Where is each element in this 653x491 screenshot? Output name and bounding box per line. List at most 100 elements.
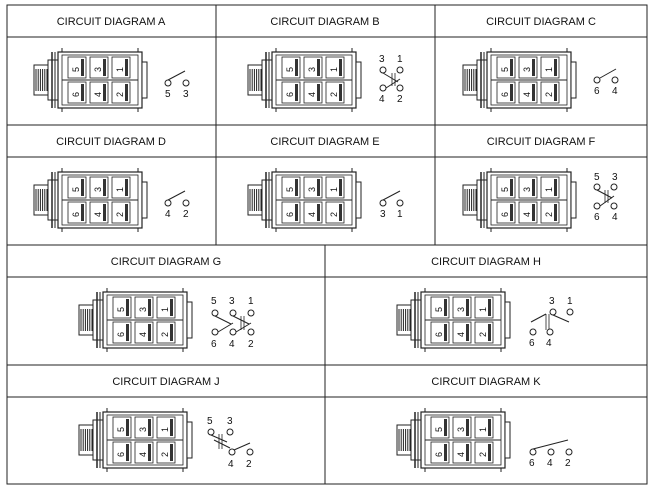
relay-terminal-number: 1: [478, 427, 488, 432]
relay-terminal-number: 2: [160, 332, 170, 337]
relay-terminal-number: 2: [329, 212, 339, 217]
relay-terminal-number: 2: [115, 92, 125, 97]
relay-terminal-number: 2: [544, 212, 554, 217]
relay-terminal-number: 6: [434, 452, 444, 457]
terminal-label: 5: [211, 296, 217, 307]
terminal-label: 3: [549, 296, 555, 307]
relay-terminal-number: 4: [307, 212, 317, 217]
diagram-a-contacts: 5 3: [164, 70, 190, 100]
relay-terminal-number: 2: [329, 92, 339, 97]
relay-terminal-number: 4: [138, 332, 148, 337]
relay-terminal-number: 1: [329, 187, 339, 192]
terminal-label: 6: [594, 86, 600, 97]
relay-terminal-number: 3: [93, 187, 103, 192]
relay-terminal-number: 3: [522, 67, 532, 72]
terminal-label: 4: [546, 338, 552, 349]
relay-terminal-number: 2: [478, 452, 488, 457]
relay-terminal-number: 4: [522, 92, 532, 97]
relay-terminal-number: 6: [500, 92, 510, 97]
relay-diagram-f: 5 6 3 4 1 2: [462, 168, 577, 232]
terminal-label: 4: [612, 86, 618, 97]
relay-terminal-number: 4: [93, 92, 103, 97]
diagram-j-contacts: 5 3 4 2: [207, 416, 254, 470]
diagram-e-title: CIRCUIT DIAGRAM E: [270, 136, 379, 148]
relay-terminal-number: 5: [116, 427, 126, 432]
relay-terminal-number: 1: [160, 427, 170, 432]
diagram-j-title: CIRCUIT DIAGRAM J: [112, 376, 219, 388]
terminal-label: 2: [246, 459, 252, 470]
diagram-h-contacts: 3 1 6 4: [529, 296, 574, 349]
terminal-label: 6: [529, 458, 535, 469]
relay-terminal-number: 6: [285, 212, 295, 217]
terminal-label: 1: [397, 209, 403, 220]
relay-terminal-number: 3: [456, 307, 466, 312]
terminal-label: 3: [380, 209, 386, 220]
terminal-label: 6: [211, 339, 217, 350]
relay-diagram-c: 5 6 3 4 1 2: [462, 48, 577, 112]
diagram-k-contacts: 6 4 2: [529, 439, 573, 469]
relay-terminal-number: 5: [71, 187, 81, 192]
relay-terminal-number: 4: [93, 212, 103, 217]
relay-terminal-number: 5: [285, 67, 295, 72]
relay-diagram-g: 5 6 3 4 1 2: [78, 288, 193, 352]
diagram-b-title: CIRCUIT DIAGRAM B: [270, 16, 379, 28]
terminal-label: 4: [612, 212, 618, 223]
diagram-k-title: CIRCUIT DIAGRAM K: [431, 376, 541, 388]
terminal-label: 1: [248, 296, 254, 307]
relay-terminal-number: 5: [500, 67, 510, 72]
terminal-label: 4: [547, 458, 553, 469]
terminal-label: 5: [207, 416, 213, 427]
relay-terminal-number: 4: [456, 332, 466, 337]
terminal-label: 2: [183, 209, 189, 220]
relay-terminal-number: 6: [500, 212, 510, 217]
diagram-h-title: CIRCUIT DIAGRAM H: [431, 256, 541, 268]
diagram-c-title: CIRCUIT DIAGRAM C: [486, 16, 596, 28]
relay-terminal-number: 5: [500, 187, 510, 192]
relay-terminal-number: 3: [307, 187, 317, 192]
relay-terminal-number: 2: [544, 92, 554, 97]
terminal-label: 1: [567, 296, 573, 307]
relay-terminal-number: 5: [434, 427, 444, 432]
relay-terminal-number: 6: [116, 452, 126, 457]
relay-terminal-number: 4: [456, 452, 466, 457]
relay-terminal-number: 4: [522, 212, 532, 217]
relay-terminal-number: 1: [478, 307, 488, 312]
relay-terminal-number: 6: [71, 212, 81, 217]
relay-terminal-number: 2: [478, 332, 488, 337]
relay-terminal-number: 1: [329, 67, 339, 72]
terminal-label: 3: [379, 54, 385, 65]
terminal-label: 4: [379, 94, 385, 105]
relay-terminal-number: 3: [522, 187, 532, 192]
diagram-b-contacts: 3 1 4 2: [379, 54, 404, 105]
diagram-f-title: CIRCUIT DIAGRAM F: [487, 136, 596, 148]
terminal-label: 3: [227, 416, 233, 427]
diagram-g-contacts: 5 3 1 6 4 2: [211, 296, 255, 350]
terminal-label: 6: [529, 338, 535, 349]
relay-terminal-number: 5: [285, 187, 295, 192]
terminal-label: 2: [248, 339, 254, 350]
relay-terminal-number: 1: [544, 187, 554, 192]
relay-terminal-number: 3: [138, 427, 148, 432]
relay-terminal-number: 6: [434, 332, 444, 337]
relay-terminal-number: 1: [160, 307, 170, 312]
relay-terminal-number: 2: [160, 452, 170, 457]
terminal-label: 2: [397, 94, 403, 105]
relay-terminal-number: 1: [115, 187, 125, 192]
relay-terminal-number: 1: [544, 67, 554, 72]
terminal-label: 5: [165, 89, 171, 100]
relay-terminal-number: 5: [71, 67, 81, 72]
diagram-d-title: CIRCUIT DIAGRAM D: [56, 136, 166, 148]
relay-terminal-number: 1: [115, 67, 125, 72]
relay-terminal-number: 5: [116, 307, 126, 312]
diagram-g-title: CIRCUIT DIAGRAM G: [111, 256, 221, 268]
terminal-label: 2: [565, 458, 571, 469]
relay-terminal-number: 3: [138, 307, 148, 312]
terminal-label: 5: [594, 172, 600, 183]
relay-terminal-number: 6: [116, 332, 126, 337]
terminal-label: 3: [612, 172, 618, 183]
